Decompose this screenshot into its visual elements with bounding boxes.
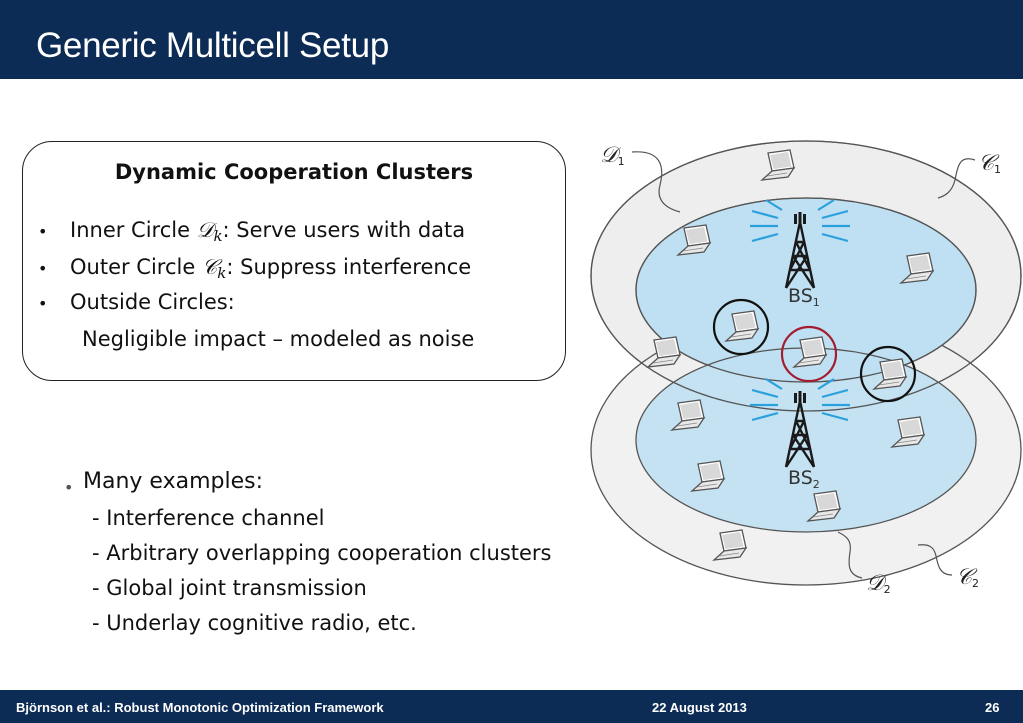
- d1-label: 𝒟1: [600, 143, 625, 168]
- box-continuation: Negligible impact – modeled as noise: [82, 327, 475, 351]
- d1-leader-line: [631, 151, 681, 213]
- c1-label: 𝒞1: [978, 151, 1001, 176]
- item-suffix: : Suppress interference: [226, 255, 472, 279]
- slide-title: Generic Multicell Setup: [36, 26, 389, 65]
- highlight-circle-black: [859, 345, 917, 403]
- math-symbol: 𝒞: [201, 255, 218, 279]
- highlight-circle-red: [780, 325, 838, 383]
- box-item-outer-circle: Outer Circle 𝒞k: Suppress interference: [70, 255, 471, 282]
- math-subscript: k: [213, 227, 223, 245]
- c1-leader-line: [937, 158, 976, 199]
- box-item-inner-circle: Inner Circle 𝒟k: Serve users with data: [70, 218, 465, 245]
- bullet-dot: •: [38, 222, 48, 241]
- box-heading: Dynamic Cooperation Clusters: [114, 160, 474, 184]
- bullet-dot: •: [38, 259, 48, 278]
- c2-leader-line: [917, 544, 953, 576]
- example-item: - Interference channel: [92, 506, 325, 530]
- math-subscript: k: [217, 264, 227, 282]
- footer-authors: Björnson et al.: Robust Monotonic Optimi…: [16, 700, 384, 715]
- examples-heading: Many examples:: [83, 469, 263, 494]
- cooperation-clusters-box: [22, 141, 566, 381]
- example-item: - Global joint transmission: [92, 576, 367, 600]
- bs1-label: BS1: [788, 285, 820, 309]
- item-prefix: Outside Circles:: [70, 290, 235, 314]
- item-prefix: Inner Circle: [70, 218, 197, 242]
- example-item: - Arbitrary overlapping cooperation clus…: [92, 541, 552, 565]
- bullet-dot: •: [38, 294, 48, 313]
- c2-label: 𝒞2: [956, 565, 979, 590]
- d2-label: 𝒟2: [866, 571, 891, 596]
- d2-leader-line: [837, 531, 863, 579]
- bs2-label: BS2: [788, 467, 820, 491]
- footer-page-number: 26: [985, 700, 1000, 715]
- footer-date: 22 August 2013: [652, 700, 747, 715]
- bullet-dot: •: [64, 478, 74, 497]
- slide-footer: Björnson et al.: Robust Monotonic Optimi…: [0, 690, 1023, 723]
- multicell-figure: BS1 BS2 𝒟1 𝒞1 𝒟2 𝒞2: [590, 140, 1022, 596]
- item-prefix: Outer Circle: [70, 255, 202, 279]
- slide-header: Generic Multicell Setup: [0, 0, 1023, 79]
- example-item: - Underlay cognitive radio, etc.: [92, 611, 417, 635]
- box-item-outside-circles: Outside Circles:: [70, 290, 235, 314]
- math-symbol: 𝒟: [196, 218, 214, 242]
- item-suffix: : Serve users with data: [222, 218, 466, 242]
- highlight-circle-black: [712, 298, 770, 356]
